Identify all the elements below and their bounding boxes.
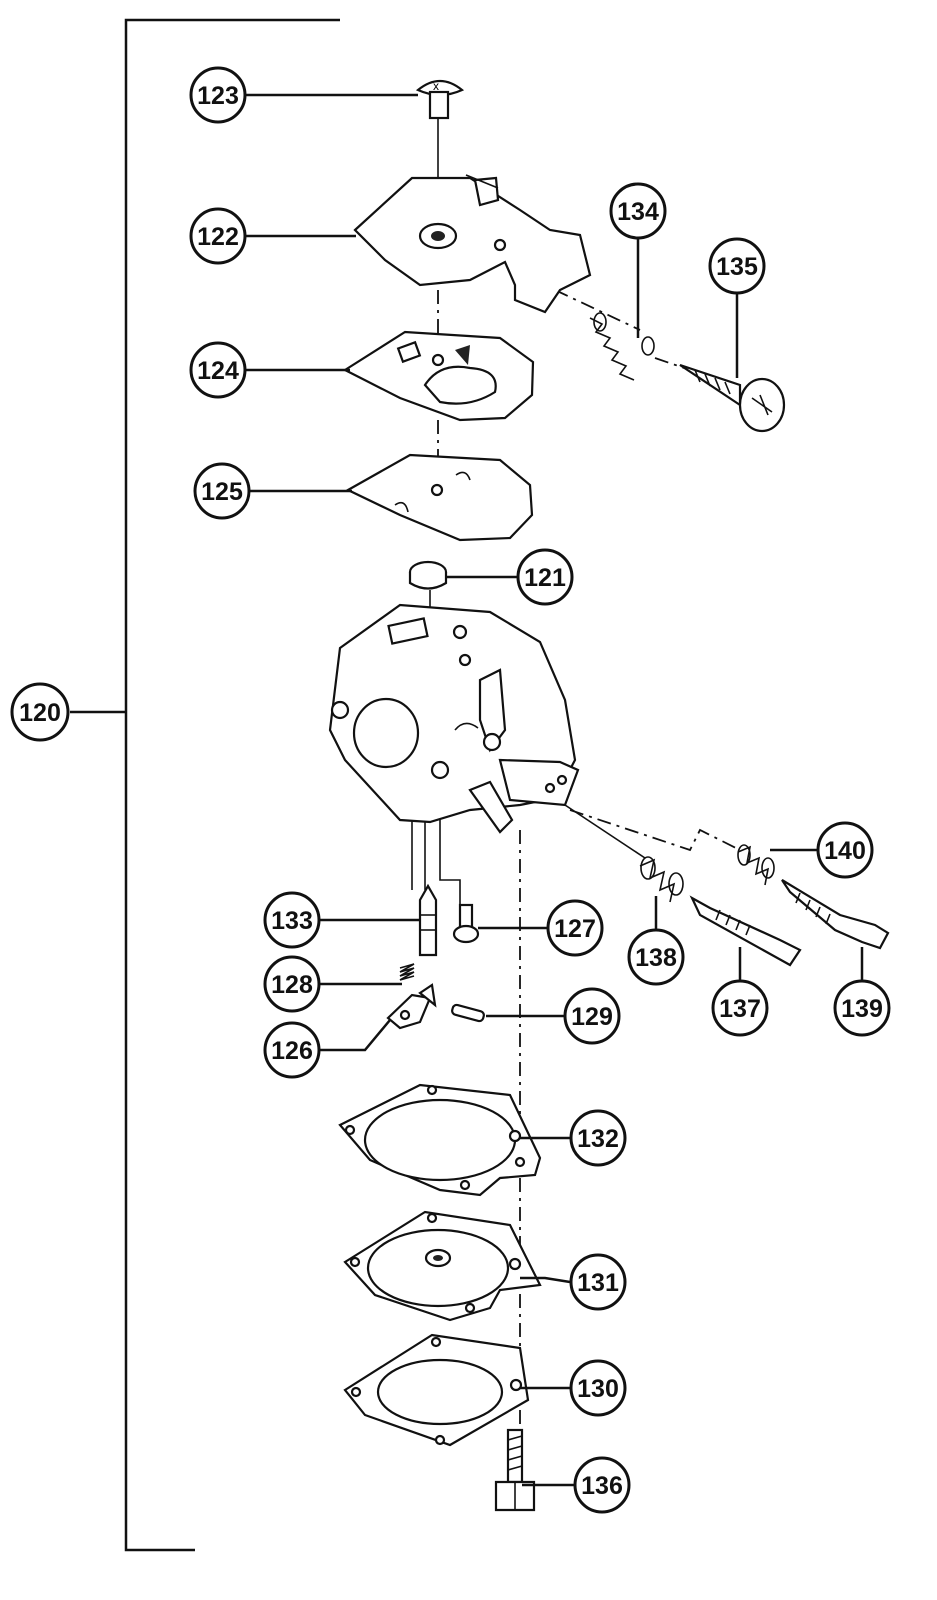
callout-133: 133: [263, 891, 321, 949]
callout-label: 129: [571, 1003, 613, 1031]
assembly-bracket: [70, 18, 340, 1552]
callout-label: 138: [635, 944, 677, 972]
callout-138: 138: [627, 928, 685, 986]
callout-label: 122: [197, 223, 239, 251]
lever-spring-part: [399, 963, 415, 981]
callout-134: 134: [609, 182, 667, 240]
callout-135: 135: [708, 237, 766, 295]
callout-140: 140: [816, 821, 874, 879]
pump-diaphragm-part: [345, 453, 534, 542]
callout-126: 126: [263, 1021, 321, 1079]
pump-gasket-part: [342, 330, 535, 422]
callout-122: 122: [189, 207, 247, 265]
callout-137: 137: [711, 979, 769, 1037]
callout-label: 132: [577, 1125, 619, 1153]
callout-label: 139: [841, 995, 883, 1023]
callout-120: 120: [10, 682, 70, 742]
callout-label: 135: [716, 253, 758, 281]
callout-128: 128: [263, 955, 321, 1013]
callout-label: 121: [524, 564, 566, 592]
callout-label: 128: [271, 971, 313, 999]
cover-bolt-part: [494, 1428, 536, 1512]
svg-text:x: x: [433, 79, 439, 93]
pump-cover-part: [353, 174, 592, 314]
inlet-needle-part: [418, 883, 438, 957]
callout-label: 134: [617, 198, 659, 226]
metering-cover-part: [338, 1083, 542, 1197]
metering-diaphragm-part: [343, 1210, 542, 1322]
idle-spring-part: [589, 312, 655, 381]
callout-label: 140: [824, 837, 866, 865]
callout-124: 124: [189, 341, 247, 399]
metering-gasket-part: [343, 1333, 530, 1447]
callout-label: 126: [271, 1037, 313, 1065]
callout-123: 123: [189, 66, 247, 124]
callout-label: 130: [577, 1375, 619, 1403]
idle-screw-part: [679, 363, 786, 433]
callout-132: 132: [569, 1109, 627, 1167]
callout-label: 125: [201, 478, 243, 506]
callout-127: 127: [546, 899, 604, 957]
inlet-lever-part: [386, 983, 437, 1030]
callout-136: 136: [573, 1456, 631, 1514]
callout-label: 136: [581, 1472, 623, 1500]
callout-129: 129: [563, 987, 621, 1045]
callout-130: 130: [569, 1359, 627, 1417]
callout-139: 139: [833, 979, 891, 1037]
callout-label: 137: [719, 995, 761, 1023]
callout-label: 120: [19, 699, 61, 727]
callout-label: 124: [197, 357, 239, 385]
callout-131: 131: [569, 1253, 627, 1311]
callout-125: 125: [193, 462, 251, 520]
inlet-screen-part: [408, 560, 448, 590]
callout-label: 127: [554, 915, 596, 943]
low-speed-needle-part: [689, 895, 802, 967]
high-speed-needle-part: [781, 879, 890, 950]
callout-label: 133: [271, 907, 313, 935]
leader-lines: [245, 93, 864, 1487]
needle-spring-part: [639, 856, 684, 903]
cover-screw-part: x: [415, 79, 465, 120]
lever-pin-part: [451, 1003, 485, 1023]
callout-label: 131: [577, 1269, 619, 1297]
carburetor-body: [328, 603, 580, 834]
high-speed-spring-part: [737, 844, 775, 886]
callout-121: 121: [516, 548, 574, 606]
callout-label: 123: [197, 82, 239, 110]
lever-screw-part: [452, 903, 480, 944]
